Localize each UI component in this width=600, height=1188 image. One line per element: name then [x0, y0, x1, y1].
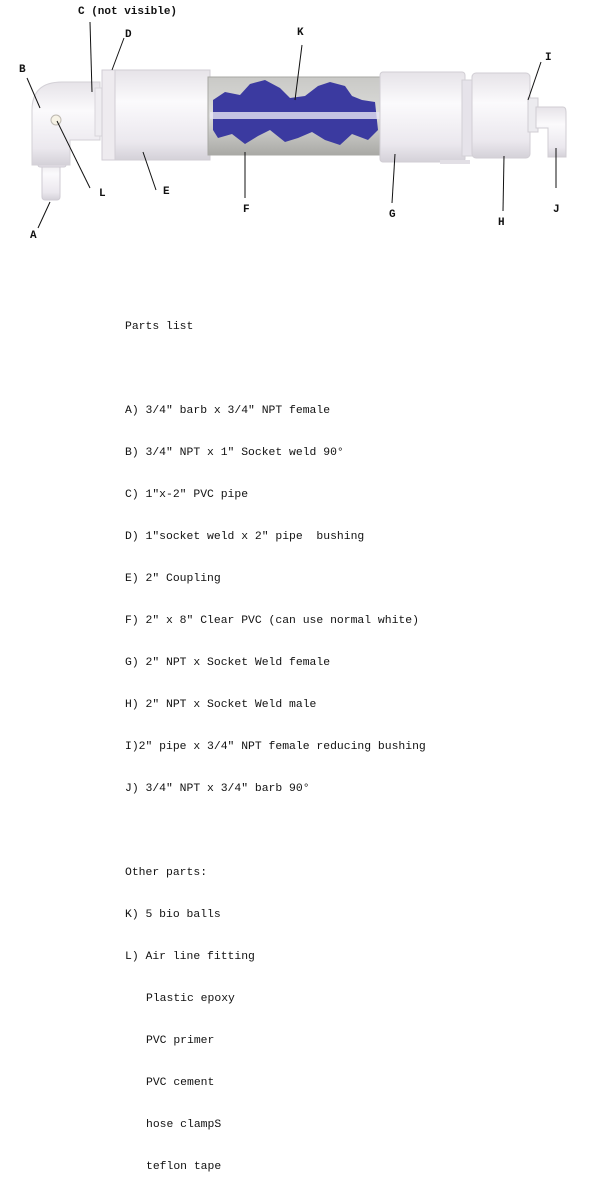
extra-item: PVC primer	[146, 1035, 215, 1047]
leader-lines	[26, 21, 557, 229]
extra-item: teflon tape	[146, 1161, 222, 1173]
part-e-coupling	[114, 69, 211, 161]
filter-assembly-diagram	[26, 21, 567, 229]
part-item: F) 2" x 8" Clear PVC (can use normal whi…	[125, 615, 419, 627]
part-item: J) 3/4" NPT x 3/4" barb 90°	[125, 783, 310, 795]
part-item: B) 3/4" NPT x 1" Socket weld 90°	[125, 447, 344, 459]
label-d: D	[125, 29, 132, 41]
part-b-elbow	[31, 81, 101, 166]
extra-item: PVC cement	[146, 1077, 215, 1089]
label-f: F	[243, 204, 250, 216]
part-item: E) 2" Coupling	[125, 573, 221, 585]
part-l-airline-fitting	[50, 114, 62, 126]
part-g-female-adapter	[379, 71, 466, 163]
parts-list: Parts list A) 3/4" barb x 3/4" NPT femal…	[125, 292, 426, 1188]
label-j: J	[553, 204, 560, 216]
label-g: G	[389, 209, 396, 221]
other-parts-title: Other parts:	[125, 867, 208, 879]
part-item: G) 2" NPT x Socket Weld female	[125, 657, 331, 669]
label-k: K	[297, 27, 304, 39]
label-b: B	[19, 64, 26, 76]
parts-list-title: Parts list	[125, 321, 194, 333]
part-h-male-adapter	[471, 72, 531, 159]
label-c: C (not visible)	[78, 6, 178, 18]
label-e: E	[163, 186, 170, 198]
part-item: D) 1"socket weld x 2" pipe bushing	[125, 531, 365, 543]
other-part-item: K) 5 bio balls	[125, 909, 221, 921]
label-i: I	[545, 52, 552, 64]
extra-item: hose clampS	[146, 1119, 222, 1131]
part-item: C) 1"x-2" PVC pipe	[125, 489, 249, 501]
label-l: L	[99, 188, 106, 200]
part-j-barb-90	[535, 106, 567, 158]
label-a: A	[30, 230, 37, 242]
part-item: H) 2" NPT x Socket Weld male	[125, 699, 317, 711]
part-item: A) 3/4" barb x 3/4" NPT female	[125, 405, 331, 417]
extra-item: Plastic epoxy	[146, 993, 235, 1005]
label-h: H	[498, 217, 505, 229]
part-k-bio-balls	[210, 80, 380, 145]
part-item: I)2" pipe x 3/4" NPT female reducing bus…	[125, 741, 426, 753]
other-part-item: L) Air line fitting	[125, 951, 255, 963]
